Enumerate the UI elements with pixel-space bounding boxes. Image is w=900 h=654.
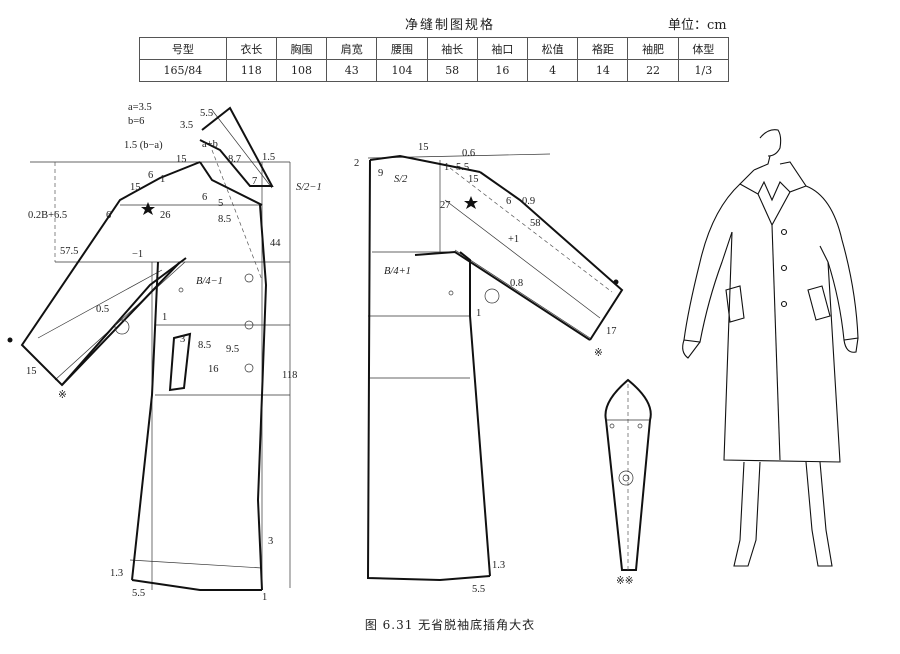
front-pattern: a=3.5 b=6 3.5 5.5 1.5 (b−a) a+b 15 8.7 1…	[7, 102, 322, 603]
spec-header-cell: 袖长	[426, 37, 478, 60]
coat-figure-illustration	[682, 129, 859, 567]
spec-header-cell: 袖肥	[627, 37, 679, 60]
label-9-5: 9.5	[226, 344, 239, 355]
label-15c: 15	[26, 366, 37, 377]
spec-header-cell: 肩宽	[326, 37, 378, 60]
pattern-drawing: a=3.5 b=6 3.5 5.5 1.5 (b−a) a+b 15 8.7 1…	[7, 102, 859, 603]
label-6c: 6	[202, 192, 207, 203]
spec-header-cell: 袖口	[476, 37, 529, 60]
label-a-plus-b: a+b	[202, 139, 218, 150]
label-b4-minus-1: B/4−1	[196, 276, 223, 287]
label-mark: ※	[58, 390, 67, 401]
spec-header-row: 号型 衣长 胸围 肩宽 腰围 袖长 袖口 松值 袼距 袖肥 体型	[139, 37, 730, 60]
label-1a: 1	[160, 174, 165, 185]
label-5: 5	[218, 198, 223, 209]
spec-value-cell: 22	[627, 59, 679, 82]
back-label-5-5b: 5.5	[472, 584, 485, 595]
back-pattern: 2 15 0.6 9 S/2 1 5.5 15 27 6 0.9 58 +1 B…	[354, 142, 624, 595]
spec-value-cell: 104	[376, 59, 428, 82]
spec-value-cell: 43	[326, 59, 378, 82]
unit-label: 单位：cm	[668, 18, 727, 33]
label-1b: 1	[162, 312, 167, 323]
spec-header-cell: 袼距	[577, 37, 629, 60]
gusset-pattern: ※※	[604, 378, 652, 587]
spec-table: 号型 衣长 胸围 肩宽 腰围 袖长 袖口 松值 袼距 袖肥 体型 165/84 …	[139, 37, 730, 82]
back-label-0-6: 0.6	[462, 148, 475, 159]
label-16: 16	[208, 364, 219, 375]
spec-header-cell: 号型	[139, 37, 227, 60]
label-3: 3	[180, 334, 185, 345]
back-label-2: 2	[354, 158, 359, 169]
label-0-5: 0.5	[96, 304, 109, 315]
back-label-0-9: 0.9	[522, 196, 535, 207]
label-8-7: 8.7	[228, 154, 241, 165]
label-6b: 6	[106, 210, 111, 221]
back-label-mark: ※	[594, 348, 603, 359]
label-8-5a: 8.5	[218, 214, 231, 225]
back-label-27: 27	[440, 200, 451, 211]
label-3b: 3	[268, 536, 273, 547]
spec-value-cell: 118	[225, 59, 277, 82]
label-a: a=3.5	[128, 102, 152, 113]
back-label-1-3: 1.3	[492, 560, 505, 571]
label-5-5: 5.5	[200, 108, 213, 119]
label-57-5: 57.5	[60, 246, 78, 257]
spec-header-cell: 体型	[677, 37, 730, 60]
label-1-3: 1.3	[110, 568, 123, 579]
spec-value-cell: 14	[577, 59, 629, 82]
spec-header-cell: 胸围	[275, 37, 328, 60]
back-label-15b: 15	[468, 174, 479, 185]
back-label-1b: 1	[476, 308, 481, 319]
back-label-9: 9	[378, 168, 383, 179]
spec-value-cell: 165/84	[139, 59, 227, 82]
label-15b: 15	[130, 182, 141, 193]
drawing-title: 净缝制图规格	[404, 18, 495, 33]
back-label-1: 1	[444, 162, 449, 173]
label-26: 26	[160, 210, 171, 221]
label-1c: 1	[262, 592, 267, 603]
back-label-17: 17	[606, 326, 617, 337]
back-label-0-8: 0.8	[510, 278, 523, 289]
spec-value-cell: 16	[476, 59, 529, 82]
spec-header-cell: 衣长	[225, 37, 277, 60]
gusset-label-mark: ※※	[616, 576, 634, 587]
label-5-5b: 5.5	[132, 588, 145, 599]
spec-value-cell: 4	[527, 59, 579, 82]
label-15-top: 15	[176, 154, 187, 165]
back-label-plus-1: +1	[508, 234, 519, 245]
back-label-6: 6	[506, 196, 511, 207]
back-label-s2: S/2	[394, 174, 408, 185]
label-6a: 6	[148, 170, 153, 181]
label-02b: 0.2B+6.5	[28, 210, 67, 221]
spec-value-row: 165/84 118 108 43 104 58 16 4 14 22 1/3	[139, 59, 730, 82]
spec-header-cell: 腰围	[376, 37, 428, 60]
label-minus-1: −1	[132, 249, 143, 260]
label-1-5-right: 1.5	[262, 152, 275, 163]
label-8-5b: 8.5	[198, 340, 211, 351]
spec-header-cell: 松值	[527, 37, 579, 60]
label-44: 44	[270, 238, 281, 249]
back-label-b4-plus-1: B/4+1	[384, 266, 411, 277]
figure-caption: 图 6.31 无省脱袖底插角大衣	[364, 618, 536, 632]
spec-value-cell: 108	[275, 59, 328, 82]
label-118: 118	[282, 370, 297, 381]
back-label-58: 58	[530, 218, 541, 229]
back-label-15: 15	[418, 142, 429, 153]
label-1-5-ba: 1.5 (b−a)	[124, 140, 163, 151]
label-3-5: 3.5	[180, 120, 193, 131]
back-label-5-5: 5.5	[456, 162, 469, 173]
label-s2-minus-1: S/2−1	[296, 182, 322, 193]
label-7: 7	[252, 176, 257, 187]
spec-value-cell: 1/3	[677, 59, 730, 82]
label-b: b=6	[128, 116, 144, 127]
spec-value-cell: 58	[426, 59, 478, 82]
